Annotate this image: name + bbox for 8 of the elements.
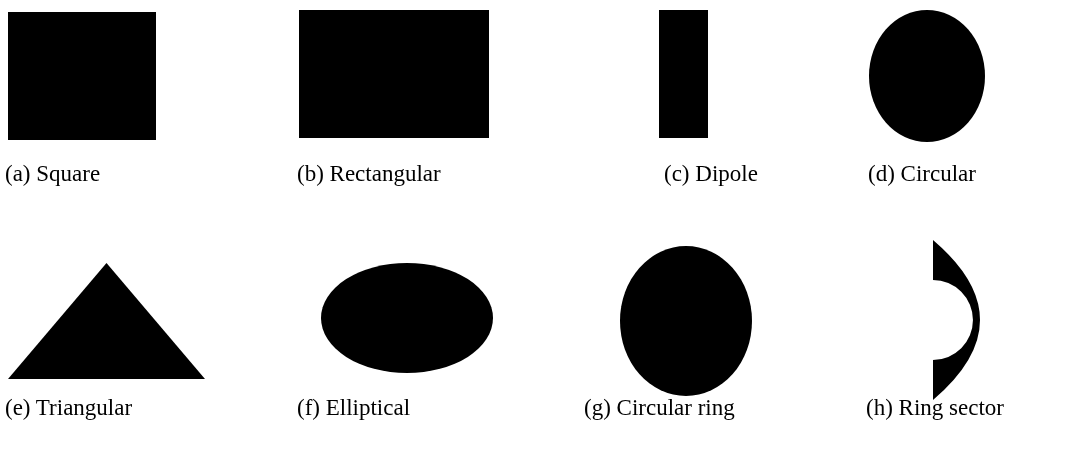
figure-caption: (b) Rectangular <box>297 161 441 187</box>
figure-caption: (h) Ring sector <box>866 395 1004 421</box>
figure-caption: (g) Circular ring <box>584 395 735 421</box>
figure-caption: (a) Square <box>5 161 101 187</box>
figure-caption: (d) Circular <box>868 161 976 187</box>
figure-caption: (e) Triangular <box>5 395 133 421</box>
figure-caption: (c) Dipole <box>664 161 758 187</box>
figure-caption: (f) Elliptical <box>297 395 411 421</box>
